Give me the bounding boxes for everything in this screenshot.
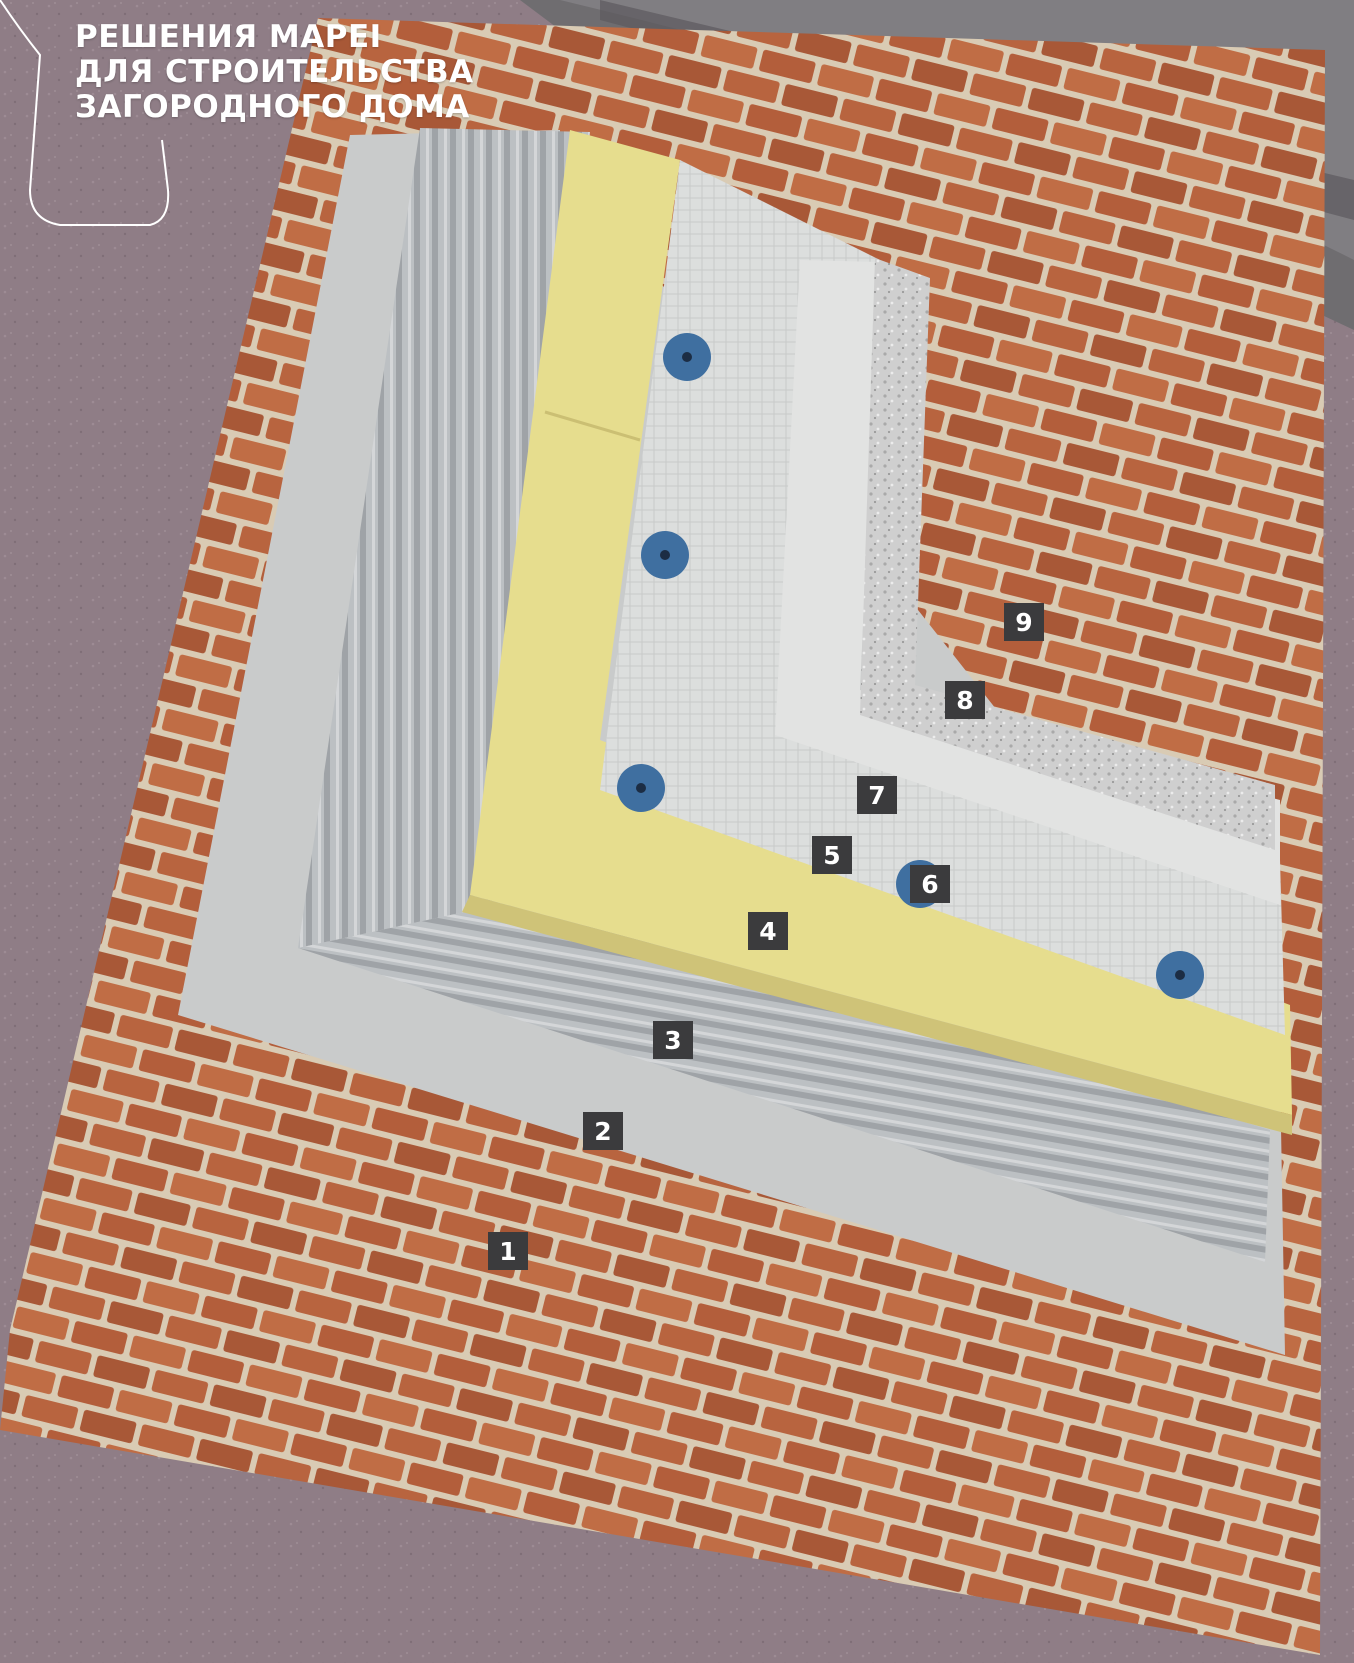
layer-marker-8: 8 <box>945 681 985 719</box>
layer-marker-9: 9 <box>1004 603 1044 641</box>
layer-marker-4: 4 <box>748 912 788 950</box>
page-title: РЕШЕНИЯ MAPEI ДЛЯ СТРОИТЕЛЬСТВА ЗАГОРОДН… <box>75 20 474 125</box>
layer-marker-5: 5 <box>812 836 852 874</box>
anchor-plug <box>617 764 665 812</box>
layer-marker-3: 3 <box>653 1021 693 1059</box>
anchor-plug <box>663 333 711 381</box>
title-line-1: РЕШЕНИЯ MAPEI <box>75 20 474 55</box>
anchor-plug <box>641 531 689 579</box>
anchor-plug <box>1156 951 1204 999</box>
layer-marker-1: 1 <box>488 1232 528 1270</box>
title-line-3: ЗАГОРОДНОГО ДОМА <box>75 90 474 125</box>
layer-marker-2: 2 <box>583 1112 623 1150</box>
layer-marker-6: 6 <box>910 865 950 903</box>
layer-marker-7: 7 <box>857 776 897 814</box>
title-line-2: ДЛЯ СТРОИТЕЛЬСТВА <box>75 55 474 90</box>
